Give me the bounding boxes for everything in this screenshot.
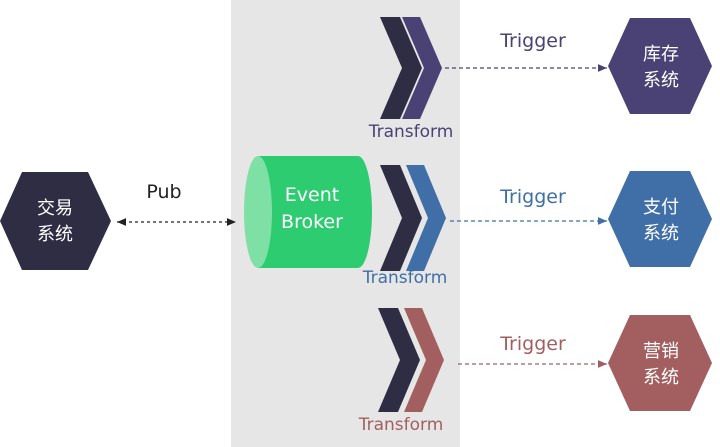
transform-chevron-dark [380, 165, 422, 271]
target-label-line2: 系统 [643, 367, 679, 388]
route-payment: Transform Trigger 支付 系统 [362, 165, 712, 288]
target-system-node [608, 171, 712, 267]
target-label-line2: 系统 [643, 223, 679, 244]
trigger-label: Trigger [499, 186, 566, 208]
target-label-line2: 系统 [643, 70, 679, 91]
target-label-line1: 支付 [643, 197, 679, 218]
trigger-label: Trigger [499, 30, 566, 52]
transform-label: Transform [362, 268, 448, 288]
transform-chevron-colored [402, 17, 442, 119]
broker-label-line2: Broker [281, 211, 343, 233]
target-label-line1: 营销 [643, 341, 679, 362]
transform-chevron-colored [404, 308, 444, 412]
transform-label: Transform [368, 122, 454, 142]
target-label-line1: 库存 [643, 44, 679, 65]
event-broker-node: Event Broker [244, 156, 372, 268]
source-label-line2: 系统 [37, 224, 73, 245]
broker-label-line1: Event [285, 184, 339, 206]
target-system-node [608, 18, 712, 114]
source-system-node: 交易 系统 [0, 172, 111, 270]
transform-chevron-dark [380, 17, 422, 119]
transform-chevron-colored [406, 165, 446, 271]
route-marketing: Transform Trigger 营销 系统 [358, 308, 712, 435]
source-label-line1: 交易 [37, 198, 73, 219]
transform-chevron-dark [378, 308, 420, 412]
target-system-node [608, 315, 712, 411]
pub-label: Pub [146, 181, 181, 203]
route-inventory: Transform Trigger 库存 系统 [368, 17, 712, 142]
transform-label: Transform [358, 415, 444, 435]
trigger-label: Trigger [499, 333, 566, 355]
